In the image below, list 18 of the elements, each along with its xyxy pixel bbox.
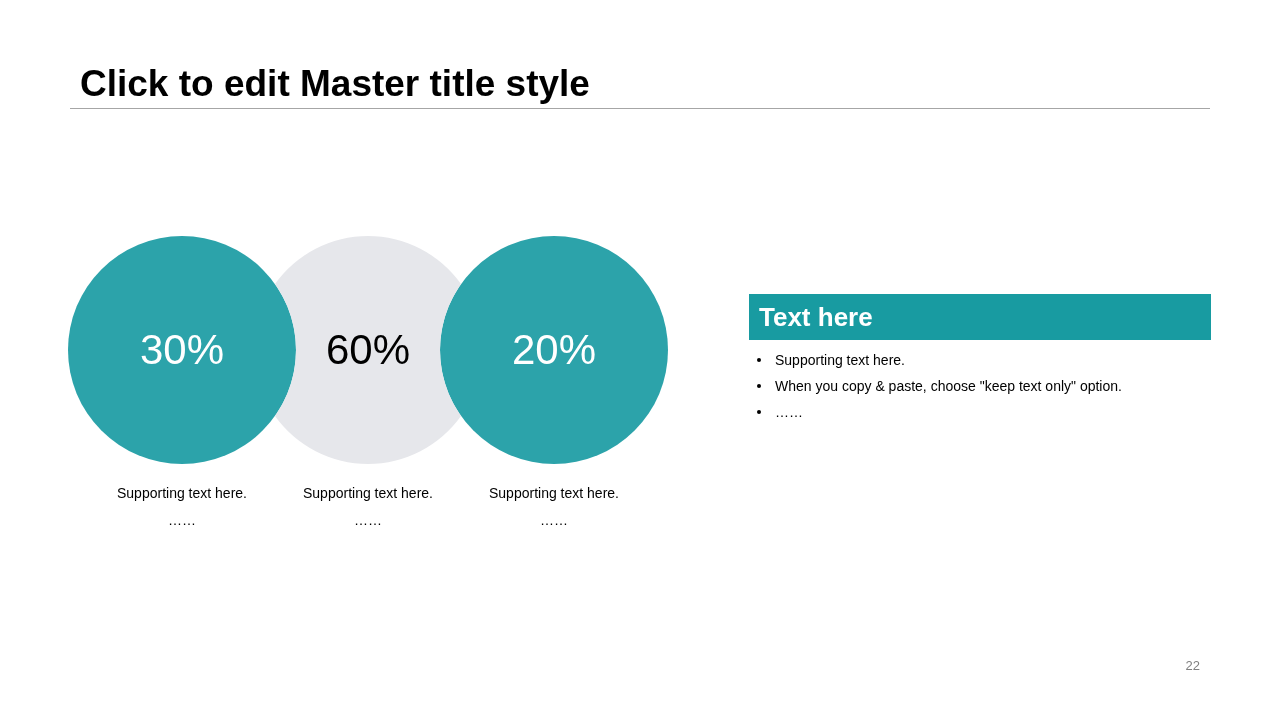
header-text: Text here (759, 304, 873, 330)
percent-value: 60% (325, 329, 411, 371)
caption-text: …… (168, 511, 196, 529)
slide-title: Click to edit Master title style (80, 65, 590, 102)
percent-circle (440, 236, 668, 464)
bullet-text: Supporting text here. (775, 351, 905, 369)
caption-text: Supporting text here. (303, 484, 433, 502)
header-bar (749, 294, 1211, 340)
percent-value: 20% (511, 329, 597, 371)
bullet-text: …… (775, 403, 803, 421)
percent-value: 30% (139, 329, 225, 371)
percent-circle (68, 236, 296, 464)
caption-text: Supporting text here. (117, 484, 247, 502)
bullet-text: When you copy & paste, choose "keep text only" option. (775, 377, 1122, 395)
caption-text: …… (540, 511, 568, 529)
page-number: 22 (1184, 657, 1200, 675)
caption-text: Supporting text here. (489, 484, 619, 502)
caption-text: …… (354, 511, 382, 529)
